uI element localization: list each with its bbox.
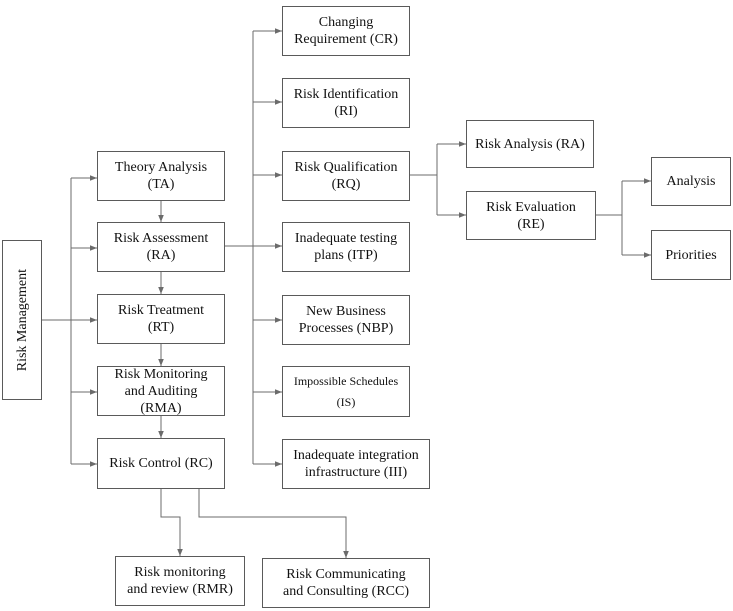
- analysis-label: Analysis: [666, 174, 716, 189]
- risk-treatment-node: Risk Treatment (RT): [97, 294, 225, 344]
- risk-control-node: Risk Control (RC): [97, 438, 225, 489]
- impossible-schedules-label: Impossible Schedules (IS): [293, 373, 399, 409]
- risk-monitoring-review-label: Risk monitoring and review (RMR): [127, 565, 233, 597]
- risk-identification-label: Risk Identification (RI): [293, 87, 399, 119]
- new-business-processes-label: New Business Processes (NBP): [298, 304, 394, 336]
- risk-communicating-consulting-node: Risk Communicating and Consulting (RCC): [262, 558, 430, 608]
- inadequate-integration-label: Inadequate integration infrastructure (I…: [293, 448, 419, 480]
- risk-identification-node: Risk Identification (RI): [282, 78, 410, 128]
- risk-qualification-node: Risk Qualification (RQ): [282, 151, 410, 201]
- risk-management-node: Risk Management: [2, 240, 42, 400]
- priorities-label: Priorities: [665, 247, 717, 263]
- risk-assessment-label: Risk Assessment (RA): [113, 231, 209, 263]
- arrow-to-rmr: [160, 489, 183, 556]
- arrow-to-rcc: [198, 489, 349, 558]
- risk-monitoring-auditing-node: Risk Monitoring and Auditing (RMA): [97, 366, 225, 416]
- inadequate-testing-plans-node: Inadequate testing plans (ITP): [282, 222, 410, 272]
- changing-requirement-node: Changing Requirement (CR): [282, 6, 410, 56]
- inadequate-testing-plans-label: Inadequate testing plans (ITP): [294, 231, 398, 263]
- risk-monitoring-auditing-label: Risk Monitoring and Auditing (RMA): [114, 366, 208, 416]
- risk-qualification-label: Risk Qualification (RQ): [294, 160, 398, 192]
- changing-requirement-label: Changing Requirement (CR): [294, 15, 398, 47]
- priorities-node: Priorities: [651, 230, 731, 280]
- risk-assessment-node: Risk Assessment (RA): [97, 222, 225, 272]
- analysis-node: Analysis: [651, 157, 731, 206]
- impossible-schedules-node: Impossible Schedules (IS): [282, 366, 410, 417]
- risk-treatment-label: Risk Treatment (RT): [118, 303, 204, 335]
- inadequate-integration-node: Inadequate integration infrastructure (I…: [282, 439, 430, 489]
- risk-communicating-consulting-label: Risk Communicating and Consulting (RCC): [282, 567, 409, 599]
- risk-management-label: Risk Management: [14, 268, 30, 372]
- new-business-processes-node: New Business Processes (NBP): [282, 295, 410, 345]
- theory-analysis-node: Theory Analysis (TA): [97, 151, 225, 201]
- theory-analysis-label: Theory Analysis (TA): [114, 160, 208, 192]
- risk-analysis-label: Risk Analysis (RA): [475, 136, 585, 152]
- risk-analysis-node: Risk Analysis (RA): [466, 120, 594, 168]
- risk-monitoring-review-node: Risk monitoring and review (RMR): [115, 556, 245, 606]
- risk-evaluation-label: Risk Evaluation (RE): [486, 199, 576, 232]
- risk-evaluation-node: Risk Evaluation (RE): [466, 191, 596, 240]
- risk-control-label: Risk Control (RC): [109, 456, 213, 471]
